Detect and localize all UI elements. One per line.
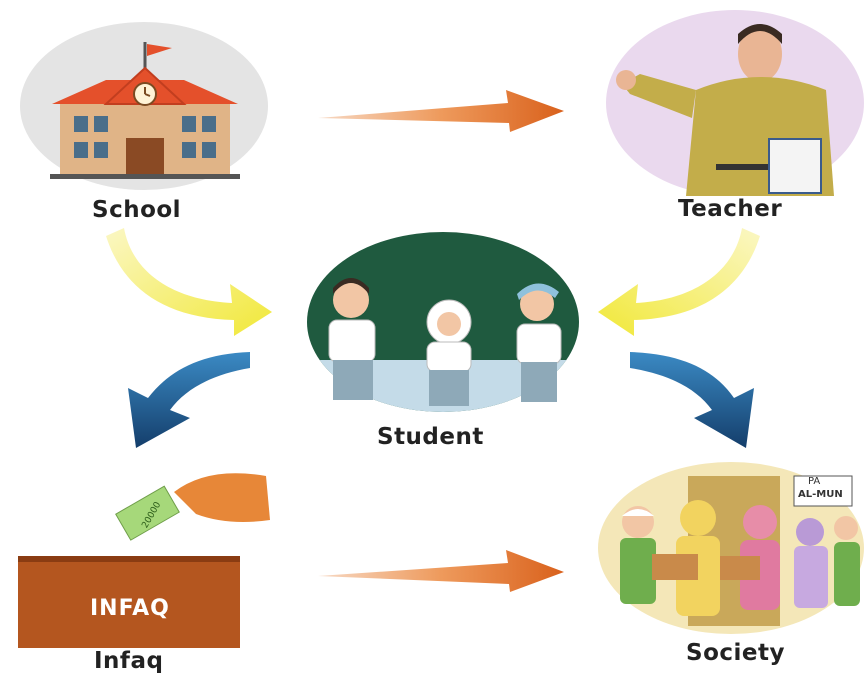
teacher-node: Teacher bbox=[600, 10, 864, 240]
infaq-label: Infaq bbox=[94, 648, 164, 674]
arrow-teacher-to-student bbox=[598, 228, 760, 336]
teacher-label: Teacher bbox=[678, 196, 783, 222]
society-node: PA AL-MUN Society bbox=[598, 462, 864, 672]
money-note-icon bbox=[115, 485, 180, 541]
arrow-student-to-society bbox=[630, 352, 754, 448]
students-illustration bbox=[328, 278, 562, 406]
society-sign-top: PA bbox=[808, 476, 821, 487]
school-label: School bbox=[92, 197, 182, 223]
society-sign-text: AL-MUN bbox=[798, 489, 843, 500]
arrow-infaq-to-society bbox=[318, 550, 564, 592]
infaq-node: 20000 INFAQ Infaq bbox=[8, 462, 278, 679]
student-label: Student bbox=[377, 424, 484, 450]
arrow-school-to-student bbox=[106, 228, 272, 336]
infaq-box-text: INFAQ bbox=[90, 596, 170, 621]
society-label: Society bbox=[686, 640, 785, 666]
teacher-figure-icon bbox=[616, 24, 834, 196]
school-node: School bbox=[20, 22, 270, 252]
school-building-icon bbox=[50, 42, 240, 179]
student-node: Student bbox=[305, 232, 585, 452]
society-illustration bbox=[620, 475, 860, 626]
infaq-box-illustration: 20000 bbox=[18, 473, 270, 648]
arrow-school-to-teacher bbox=[318, 90, 564, 132]
arrow-student-to-infaq bbox=[128, 352, 250, 448]
